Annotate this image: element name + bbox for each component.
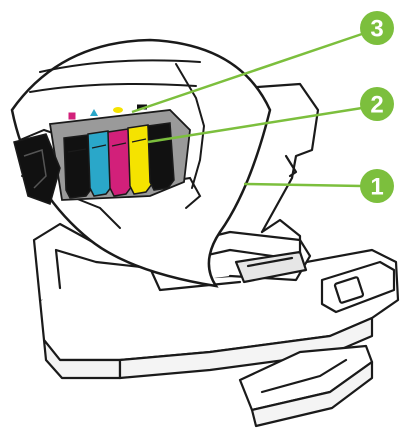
slot-color-icon <box>113 107 123 113</box>
callout-number: 2 <box>370 92 383 119</box>
callout-number: 3 <box>370 16 383 43</box>
ink-cartridge <box>148 123 174 190</box>
slot-color-icon <box>69 113 76 120</box>
callout-number: 1 <box>370 174 383 201</box>
